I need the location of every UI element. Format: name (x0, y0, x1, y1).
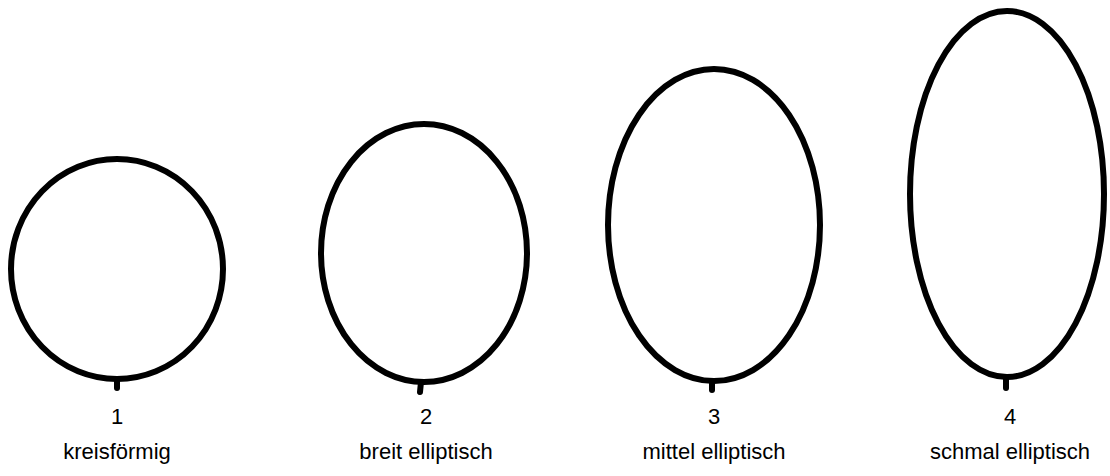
broad-elliptic-outline (321, 124, 527, 382)
callout-number: 1 (111, 404, 123, 430)
shape-name: breit elliptisch (359, 439, 492, 465)
circular-outline (11, 159, 223, 379)
shape-name: schmal elliptisch (930, 439, 1090, 465)
medium-elliptic-outline (608, 69, 820, 381)
callout-number: 4 (1004, 404, 1016, 430)
stem (114, 379, 120, 388)
stem (1003, 377, 1009, 388)
shape-name: mittel elliptisch (642, 439, 785, 465)
shape-name: kreisförmig (63, 439, 171, 465)
stem (709, 381, 715, 390)
narrow-elliptic-outline (910, 11, 1104, 377)
callout-number: 3 (708, 404, 720, 430)
callout-number: 2 (420, 404, 432, 430)
stem (420, 382, 421, 392)
